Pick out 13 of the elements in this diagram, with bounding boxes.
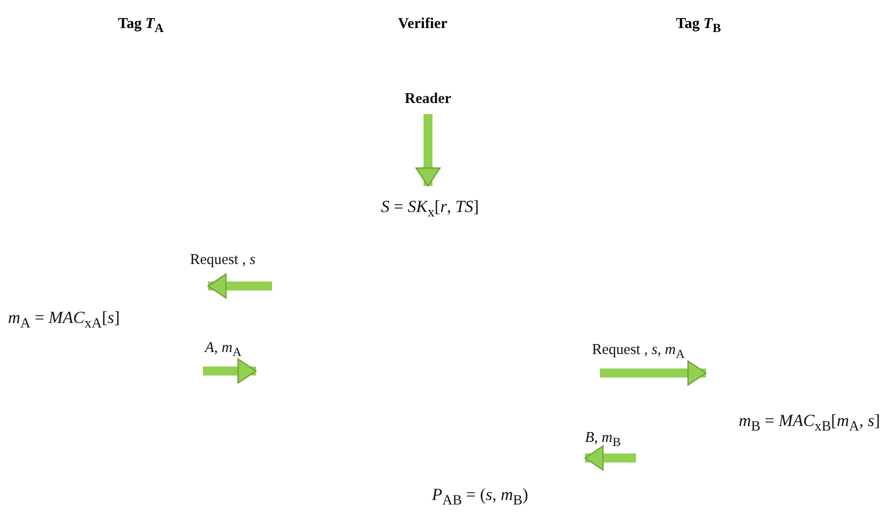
column-heading: Verifier [398,15,448,34]
message-label: A, m$_{A}$ [205,339,242,361]
formula-text: P$_{AB}$ = (s, m$_{B}$) [432,484,528,510]
message-label: Request , s [190,251,256,270]
formula-text: m$_{B}$ = MAC$_{xB}$[m$_{A}$, s] [738,410,880,436]
formula-text: m$_{A}$ = MAC$_{xA}$[s] [8,307,120,334]
block-arrow [415,114,441,187]
column-heading: Tag T$_{B}$ [676,15,721,37]
formula-text: S = SK$_{x}$[r, TS] [381,196,479,222]
message-label: Request , s, m$_{A}$ [592,341,685,363]
node-label: Reader [404,90,452,109]
column-heading: Tag T$_{A}$ [118,15,164,37]
message-label: B, m$_{B}$ [585,429,621,451]
